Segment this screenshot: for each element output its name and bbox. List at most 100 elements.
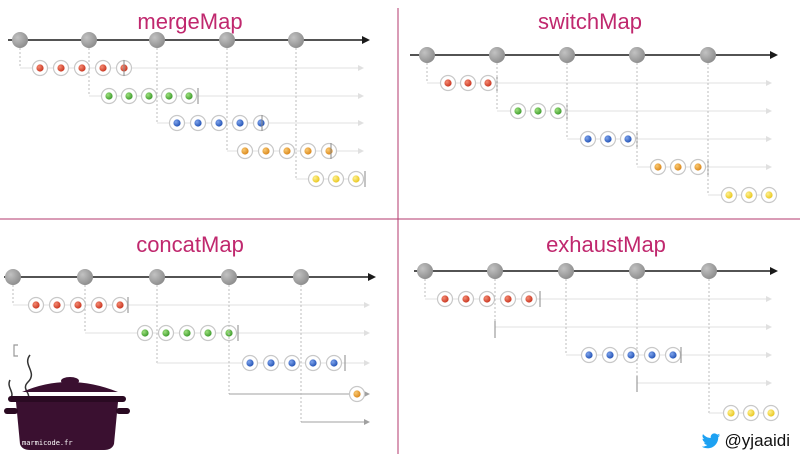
switchmap-value-marble — [725, 191, 733, 199]
exhaustmap-inner-arrow — [766, 380, 772, 386]
switchmap-source-node — [559, 47, 575, 63]
concatmap-value-marble — [116, 301, 124, 309]
mergemap-source-arrow — [362, 36, 370, 44]
exhaustmap-source-node — [487, 263, 503, 279]
exhaustmap-value-marble — [669, 351, 677, 359]
concatmap-source-node — [77, 269, 93, 285]
mergemap-value-marble — [105, 92, 113, 100]
mergemap-value-marble — [352, 175, 360, 183]
mergemap-value-marble — [145, 92, 153, 100]
exhaustmap-value-marble — [648, 351, 656, 359]
switchmap-inner-arrow — [766, 80, 772, 86]
exhaustmap-value-marble — [504, 295, 512, 303]
exhaustmap-value-marble — [627, 351, 635, 359]
mergemap-source-node — [149, 32, 165, 48]
exhaustmap-value-marble — [727, 409, 735, 417]
switchmap-source-node — [489, 47, 505, 63]
switchmap-value-marble — [624, 135, 632, 143]
concatmap-inner-arrow — [364, 391, 370, 397]
credit[interactable]: @yjaaidi — [701, 431, 790, 451]
switchmap-source-node — [629, 47, 645, 63]
exhaustmap-inner-arrow — [766, 352, 772, 358]
mergemap-inner-arrow — [358, 120, 364, 126]
mergemap-source-node — [81, 32, 97, 48]
mergemap-source-node — [219, 32, 235, 48]
switchmap-value-marble — [554, 107, 562, 115]
mergemap-value-marble — [241, 147, 249, 155]
concatmap-source-node — [149, 269, 165, 285]
switchmap-value-marble — [745, 191, 753, 199]
mergemap-inner-arrow — [358, 93, 364, 99]
exhaustmap-inner-arrow — [766, 324, 772, 330]
title-mergemap: mergeMap — [137, 9, 242, 34]
switchmap-value-marble — [654, 163, 662, 171]
exhaustmap-source-node — [558, 263, 574, 279]
concatmap-inner-arrow — [364, 419, 370, 425]
mergemap-value-marble — [325, 147, 333, 155]
twitter-handle: @yjaaidi — [724, 431, 790, 450]
concatmap-value-marble — [74, 301, 82, 309]
concatmap-inner-arrow — [364, 360, 370, 366]
switchmap-inner-arrow — [766, 136, 772, 142]
switchmap-value-marble — [514, 107, 522, 115]
mergemap-value-marble — [215, 119, 223, 127]
mergemap-source-node — [12, 32, 28, 48]
concatmap-value-marble — [95, 301, 103, 309]
mergemap-value-marble — [332, 175, 340, 183]
switchmap-value-marble — [694, 163, 702, 171]
exhaustmap-source-node — [417, 263, 433, 279]
concatmap-value-marble — [353, 390, 361, 398]
switchmap-inner-arrow — [766, 108, 772, 114]
mergemap-source-node — [288, 32, 304, 48]
mergemap-value-marble — [36, 64, 44, 72]
title-exhaustmap: exhaustMap — [546, 232, 666, 257]
switchmap-value-marble — [765, 191, 773, 199]
switchmap-value-marble — [534, 107, 542, 115]
concatmap-value-marble — [204, 329, 212, 337]
concatmap-source-node — [221, 269, 237, 285]
brand-label: marmicode.fr — [22, 439, 73, 447]
concatmap-value-marble — [309, 359, 317, 367]
mergemap-value-marble — [236, 119, 244, 127]
concatmap-value-marble — [183, 329, 191, 337]
concatmap-inner-arrow — [364, 330, 370, 336]
mergemap-value-marble — [173, 119, 181, 127]
mergemap-value-marble — [304, 147, 312, 155]
exhaustmap-value-marble — [462, 295, 470, 303]
switchmap-value-marble — [444, 79, 452, 87]
mergemap-value-marble — [99, 64, 107, 72]
concatmap-value-marble — [32, 301, 40, 309]
mergemap-value-marble — [257, 119, 265, 127]
switchmap-source-node — [419, 47, 435, 63]
concatmap-value-marble — [162, 329, 170, 337]
mergemap-value-marble — [185, 92, 193, 100]
switchmap-value-marble — [484, 79, 492, 87]
mergemap-value-marble — [165, 92, 173, 100]
exhaustmap-value-marble — [747, 409, 755, 417]
concatmap-value-marble — [267, 359, 275, 367]
exhaustmap-value-marble — [525, 295, 533, 303]
cooking-pot-icon — [4, 344, 130, 450]
concatmap-source-node — [5, 269, 21, 285]
mergemap-value-marble — [283, 147, 291, 155]
mergemap-inner-arrow — [358, 65, 364, 71]
switchmap-source-node — [700, 47, 716, 63]
exhaustmap-value-marble — [585, 351, 593, 359]
mergemap-value-marble — [194, 119, 202, 127]
switchmap-value-marble — [674, 163, 682, 171]
exhaustmap-inner-arrow — [766, 296, 772, 302]
switchmap-source-arrow — [770, 51, 778, 59]
switchmap-value-marble — [604, 135, 612, 143]
title-concatmap: concatMap — [136, 232, 244, 257]
mergemap-value-marble — [57, 64, 65, 72]
concatmap-value-marble — [141, 329, 149, 337]
twitter-bird-icon — [701, 432, 720, 448]
switchmap-inner-arrow — [766, 164, 772, 170]
mergemap-value-marble — [125, 92, 133, 100]
exhaustmap-source-node — [629, 263, 645, 279]
switchmap-value-marble — [584, 135, 592, 143]
exhaustmap-value-marble — [606, 351, 614, 359]
concatmap-source-node — [293, 269, 309, 285]
mergemap-value-marble — [78, 64, 86, 72]
